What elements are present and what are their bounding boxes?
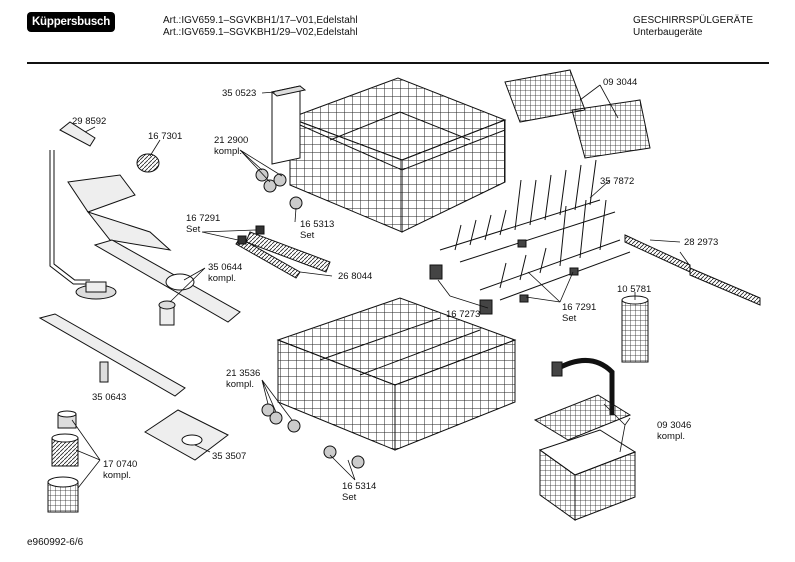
part-label-line: 16 7291: [186, 213, 221, 224]
part-label-line: Set: [342, 492, 357, 503]
leader-lines: [71, 84, 691, 489]
part-label-line: kompl.: [657, 431, 685, 442]
header-divider: [27, 62, 769, 64]
part-label-line: 26 8044: [338, 271, 373, 282]
part-label-line: Set: [300, 230, 315, 241]
part-label-line: kompl.: [226, 379, 254, 390]
part-label-line: Set: [186, 224, 201, 235]
part-label-p353507: 35 3507: [212, 451, 246, 462]
sieve-plate: [144, 409, 229, 461]
lower-basket: [276, 297, 517, 451]
basket-inserts: [504, 69, 651, 159]
article-line-1: Art.:IGV659.1–SGVKBH1/17–V01,Edelstahl: [163, 15, 358, 26]
part-label-line: 09 3044: [603, 77, 638, 88]
part-label-p350643: 35 0643: [92, 392, 126, 403]
part-label-line: 28 2973: [684, 237, 719, 248]
part-label-line: 10 5781: [617, 284, 652, 295]
part-label-line: 16 7301: [148, 131, 183, 142]
part-label-line: 16 5314: [342, 481, 377, 492]
part-label-p268044: 26 8044: [338, 271, 372, 282]
part-label-p105781: 10 5781: [617, 284, 651, 295]
part-label-p357872: 35 7872: [600, 176, 634, 187]
part-label-line: 21 3536: [226, 368, 261, 379]
category-line-2: Unterbaugeräte: [633, 27, 703, 38]
spray-pipe-assembly: [49, 121, 172, 300]
category-line-1: GESCHIRRSPÜLGERÄTE: [633, 15, 754, 26]
cutlery-basket: [533, 358, 637, 521]
part-label-line: kompl.: [103, 470, 131, 481]
filter-set: [47, 410, 79, 513]
plate-racks: [429, 159, 631, 315]
upper-basket: [270, 77, 507, 233]
part-label-line: 35 7872: [600, 176, 635, 187]
part-label-p350523: 35 0523: [222, 88, 256, 99]
cutlery-holders: [624, 234, 761, 306]
part-label-p167301: 16 7301: [148, 131, 182, 142]
part-label-line: 35 0523: [222, 88, 257, 99]
part-label-line: 17 0740: [103, 459, 138, 470]
part-label-line: kompl.: [214, 146, 242, 157]
lower-basket-wheels: [261, 403, 365, 469]
part-label-line: 29 8592: [72, 116, 107, 127]
part-label-p167273: 16 7273: [446, 309, 480, 320]
cup-rack-upper: [235, 225, 331, 279]
drawing-code: e960992-6/6: [27, 537, 84, 548]
part-label-line: 35 0644: [208, 262, 243, 273]
part-label-p093044: 09 3044: [603, 77, 637, 88]
part-label-line: 16 5313: [300, 219, 335, 230]
part-label-line: 21 2900: [214, 135, 249, 146]
part-label-line: 16 7291: [562, 302, 597, 313]
part-label-p298592: 29 8592: [72, 116, 106, 127]
tube-holder: [621, 295, 649, 363]
filter-nut: [136, 153, 160, 173]
part-label-line: 09 3046: [657, 420, 692, 431]
lower-spray-arm: [38, 313, 186, 397]
part-label-line: 16 7273: [446, 309, 481, 320]
article-line-2: Art.:IGV659.1–SGVKBH1/29–V02,Edelstahl: [163, 27, 358, 38]
part-label-line: 35 0643: [92, 392, 127, 403]
part-label-p282973: 28 2973: [684, 237, 718, 248]
brand-logo: Küppersbusch: [27, 12, 115, 32]
part-label-line: kompl.: [208, 273, 236, 284]
part-label-line: 35 3507: [212, 451, 247, 462]
part-label-line: Set: [562, 313, 577, 324]
